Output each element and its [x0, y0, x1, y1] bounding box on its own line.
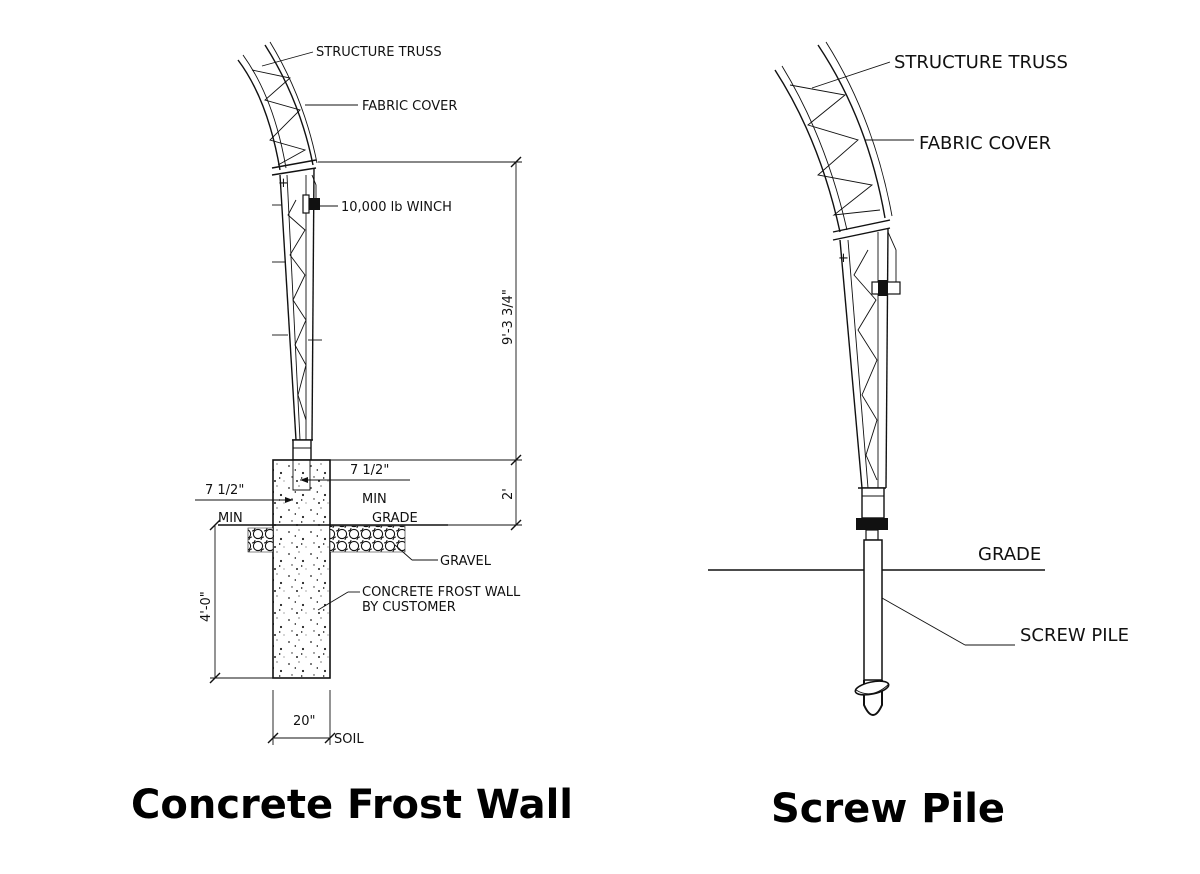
width-dimension	[267, 690, 336, 745]
offset-left-min: MIN	[218, 511, 243, 526]
right-grade-label: GRADE	[978, 544, 1041, 565]
gravel-layer	[247, 525, 406, 553]
concrete-frost-wall	[272, 459, 331, 679]
frost-wall-label-2: BY CUSTOMER	[362, 600, 456, 615]
left-truss-leg: +	[272, 167, 322, 461]
left-structure-truss-label: STRUCTURE TRUSS	[316, 45, 442, 60]
svg-text:+: +	[838, 251, 849, 266]
offset-dimensions	[195, 477, 410, 503]
frost-wall-label-1: CONCRETE FROST WALL	[362, 585, 521, 600]
winch-label: 10,000 lb WINCH	[341, 200, 452, 215]
offset-left-label: 7 1/2"	[205, 483, 244, 498]
screw-pile-label: SCREW PILE	[1020, 625, 1129, 646]
left-grade-label: GRADE	[372, 511, 418, 526]
soil-label: SOIL	[334, 732, 364, 747]
right-leaders	[811, 61, 1015, 646]
left-leaders	[261, 51, 438, 611]
gravel-label: GRAVEL	[440, 554, 492, 569]
right-panel-title: Screw Pile	[771, 786, 1005, 832]
height-dim-label: 9'-3 3/4"	[501, 289, 516, 345]
offset-right-min: MIN	[362, 492, 387, 507]
right-truss-upper	[774, 41, 893, 241]
width-dim-label: 20"	[293, 714, 316, 729]
right-structure-truss-label: STRUCTURE TRUSS	[894, 52, 1068, 73]
winch-icon	[302, 174, 320, 214]
depth-dim-label: 4'-0"	[199, 591, 214, 622]
left-truss-upper	[237, 41, 318, 176]
frost-wall-diagram: + 9'-3 3/4" 2'	[131, 41, 573, 828]
right-fabric-cover-label: FABRIC COVER	[919, 133, 1051, 154]
offset-right-label: 7 1/2"	[350, 463, 389, 478]
right-truss-leg: +	[838, 227, 901, 541]
screw-pile-icon	[854, 539, 890, 716]
screw-pile-diagram: + STRUCTURE TRUSS FABRIC COVER GRADE SCR…	[708, 41, 1129, 832]
svg-text:+: +	[278, 176, 289, 191]
embed-dim-label: 2'	[501, 488, 516, 500]
height-dimension	[318, 156, 522, 531]
depth-dimension	[209, 519, 273, 684]
left-panel-title: Concrete Frost Wall	[131, 782, 573, 828]
left-fabric-cover-label: FABRIC COVER	[362, 99, 457, 114]
